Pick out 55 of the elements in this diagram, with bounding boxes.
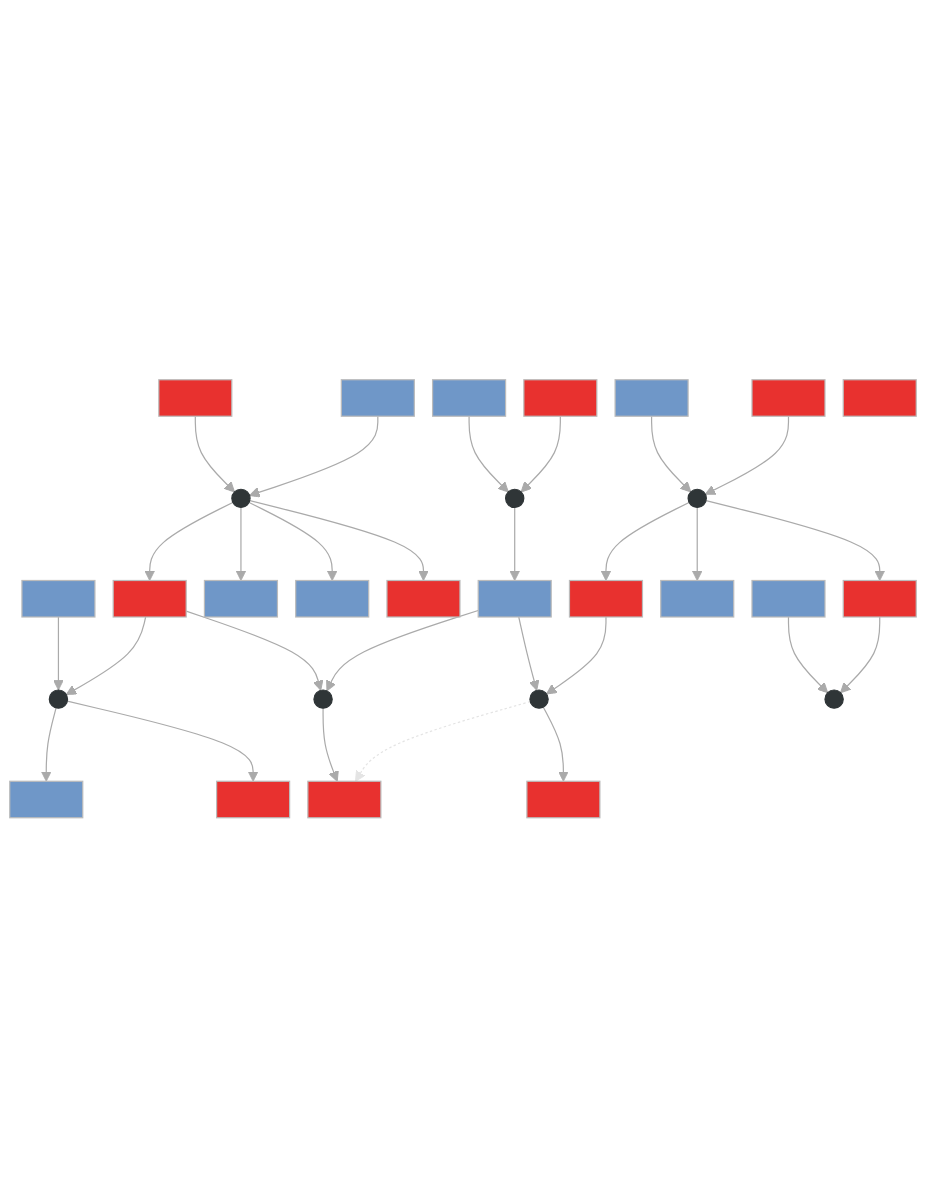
arrow: [691, 507, 703, 582]
arrow: [520, 415, 561, 493]
node-circle: [48, 689, 69, 710]
arrow: [194, 415, 235, 493]
node-box: [112, 580, 187, 618]
arrow: [326, 610, 479, 692]
node-box: [21, 580, 96, 618]
arrow: [322, 707, 339, 782]
node-box: [842, 580, 917, 618]
node-box: [660, 580, 735, 618]
node-box: [340, 379, 415, 418]
arrow: [840, 616, 881, 694]
node-box: [307, 780, 382, 819]
node-box: [203, 580, 279, 618]
arrow: [40, 707, 57, 782]
arrow: [787, 616, 829, 694]
arrow: [249, 500, 429, 582]
arrow: [235, 507, 247, 582]
node-circle: [504, 488, 525, 509]
arrow: [542, 706, 569, 782]
node-circle: [313, 689, 333, 710]
arrow: [248, 502, 338, 582]
node-box: [9, 780, 84, 819]
node-box: [526, 780, 601, 819]
arrow: [144, 502, 234, 582]
node-box: [386, 580, 461, 618]
node-circle: [824, 689, 844, 710]
arrow: [66, 700, 259, 782]
arrow: [509, 507, 521, 582]
node-box: [614, 379, 689, 418]
node-box: [295, 580, 370, 618]
node-box: [477, 580, 552, 618]
arrow: [704, 415, 790, 495]
arrow: [468, 415, 509, 493]
arrow: [65, 616, 147, 696]
node-circle: [687, 488, 707, 509]
arrow: [705, 500, 886, 582]
node-box: [523, 379, 598, 418]
node-box: [216, 780, 291, 819]
node-circle: [529, 689, 549, 710]
arrow: [249, 415, 379, 498]
node-box: [568, 580, 644, 618]
arrow: [518, 616, 540, 692]
arrow: [53, 616, 64, 691]
node-box: [751, 379, 826, 418]
node-circle: [231, 488, 251, 509]
node-box: [842, 379, 917, 418]
arrow: [185, 610, 324, 692]
arrow: [600, 502, 690, 582]
node-box: [158, 379, 233, 418]
arrow: [355, 701, 531, 782]
node-box: [431, 379, 507, 418]
arrow: [546, 616, 607, 695]
node-box: [751, 580, 826, 618]
arrow: [651, 415, 692, 493]
